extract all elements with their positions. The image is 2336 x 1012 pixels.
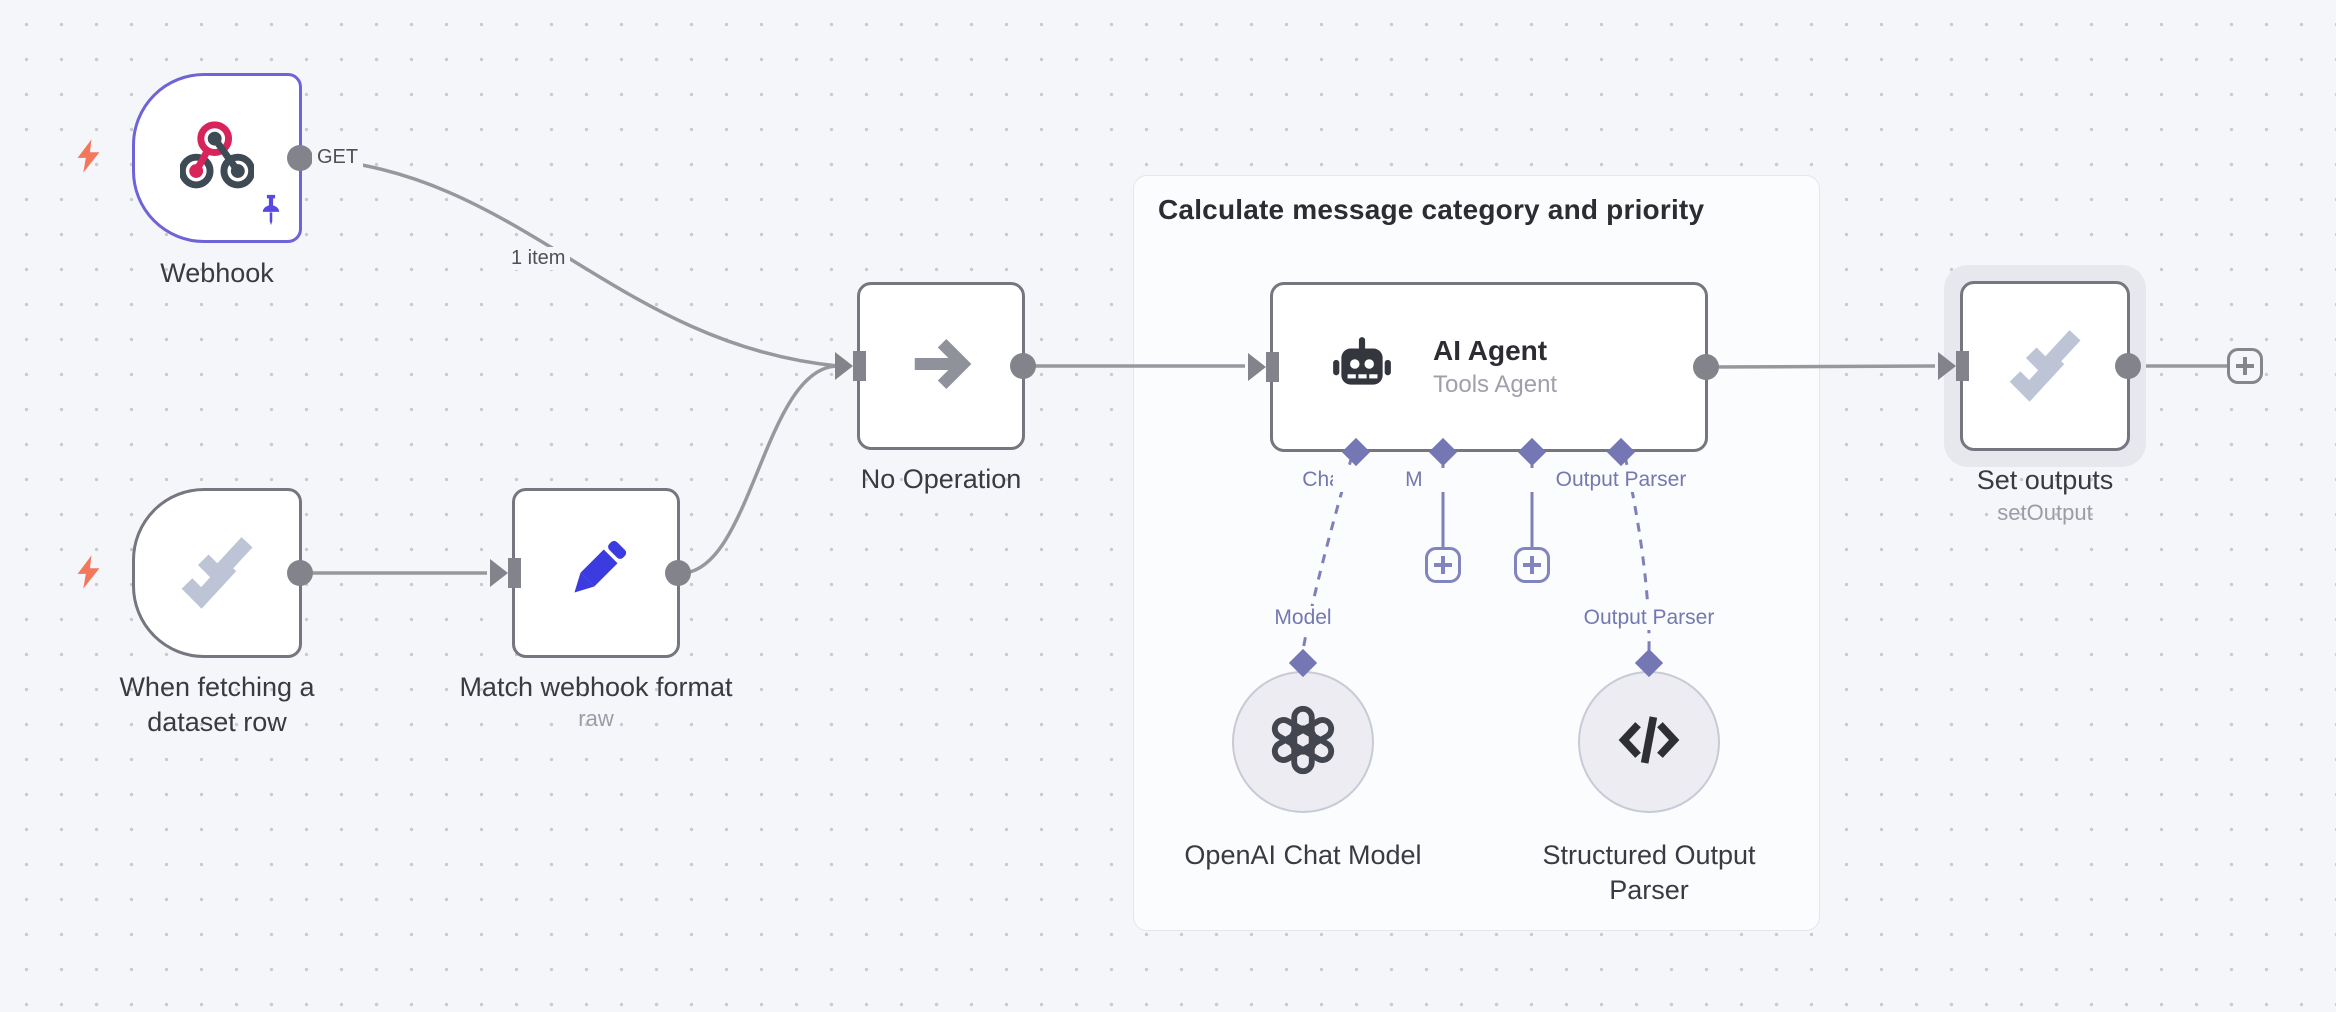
- double-check-icon: [2005, 324, 2085, 409]
- node-sublabel-match: raw: [578, 706, 614, 731]
- robot-icon: [1329, 332, 1395, 403]
- node-label-match[interactable]: Match webhook format: [459, 672, 733, 702]
- match-output-connector[interactable]: [665, 560, 691, 586]
- node-label-dataset[interactable]: When fetching a dataset row: [119, 672, 315, 737]
- dataset-output-connector[interactable]: [287, 560, 313, 586]
- trigger-bolt-icon: [70, 544, 108, 605]
- webhook-output-connector[interactable]: [287, 145, 313, 171]
- node-webhook[interactable]: [132, 73, 313, 243]
- node-label-openai[interactable]: OpenAI Chat Model: [1184, 840, 1422, 870]
- ai-agent-title: AI Agent: [1433, 335, 1548, 366]
- node-label-webhook[interactable]: Webhook: [160, 258, 274, 288]
- wire-webhook-to-noop[interactable]: [302, 156, 839, 368]
- noop-output-connector[interactable]: [1010, 353, 1036, 379]
- node-noop[interactable]: [835, 282, 1036, 450]
- node-structured-parser[interactable]: [1578, 671, 1720, 813]
- set-output-connector[interactable]: [2115, 353, 2141, 379]
- pencil-icon: [557, 532, 635, 615]
- node-set-outputs[interactable]: [1938, 281, 2141, 451]
- add-tool-button[interactable]: [1514, 547, 1550, 583]
- pin-icon: [257, 193, 285, 232]
- group-title: Calculate message category and priority: [1158, 194, 1705, 225]
- webhook-output-label: GET: [312, 146, 364, 169]
- node-sublabel-set-outputs: setOutput: [1997, 500, 2093, 525]
- set-input-arrowhead: [1938, 352, 1956, 380]
- match-input-connector[interactable]: [508, 558, 521, 588]
- wire-agent-to-set[interactable]: [1708, 364, 1936, 369]
- openai-icon: [1264, 701, 1342, 784]
- match-input-arrowhead: [490, 559, 508, 587]
- ai-agent-subtitle: Tools Agent: [1433, 371, 1558, 398]
- node-label-set-outputs[interactable]: Set outputs: [1976, 465, 2114, 495]
- double-check-icon: [177, 531, 257, 616]
- node-label-noop[interactable]: No Operation: [860, 464, 1022, 494]
- agent-output-connector[interactable]: [1693, 354, 1719, 380]
- openai-connection-label: Model: [1193, 606, 1413, 630]
- arrow-right-icon: [906, 329, 976, 404]
- agent-input-arrowhead: [1248, 353, 1266, 381]
- add-memory-button[interactable]: [1425, 547, 1461, 583]
- node-label-structured-parser[interactable]: Structured Output Parser: [1542, 840, 1756, 905]
- parser-connection-label: Output Parser: [1539, 606, 1759, 630]
- trigger-bolt-icon: [70, 128, 108, 189]
- node-match-format[interactable]: [490, 488, 691, 658]
- webhook-icon: [178, 119, 256, 198]
- set-input-connector[interactable]: [1956, 351, 1969, 381]
- noop-input-arrowhead: [835, 352, 853, 380]
- agent-input-connector[interactable]: [1266, 352, 1279, 382]
- node-ai-agent[interactable]: AI Agent Tools Agent: [1248, 282, 1719, 452]
- node-dataset-trigger[interactable]: [132, 488, 313, 658]
- agent-port-label-output-parser: Output Parser: [1511, 468, 1731, 492]
- code-icon: [1614, 705, 1684, 780]
- wire-items-label: 1 item: [506, 247, 571, 270]
- node-openai-chat-model[interactable]: [1232, 671, 1374, 813]
- add-node-button[interactable]: [2227, 348, 2263, 384]
- wire-match-to-noop[interactable]: [680, 364, 839, 575]
- noop-input-connector[interactable]: [853, 351, 866, 381]
